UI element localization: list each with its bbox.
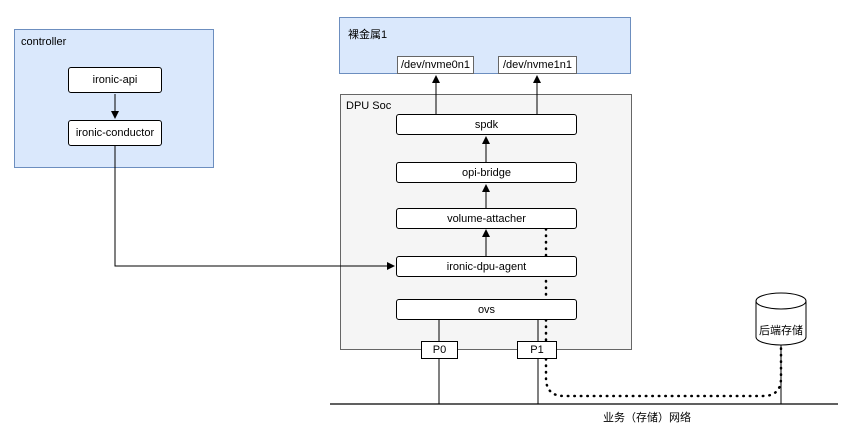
volume-attacher-node: volume-attacher — [396, 208, 577, 229]
ovs-node: ovs — [396, 299, 577, 320]
port-p0: P0 — [421, 341, 458, 359]
spdk-node: spdk — [396, 114, 577, 135]
port-p0-label: P0 — [432, 344, 447, 356]
dpu-soc-title: DPU Soc — [346, 100, 392, 112]
backend-storage-label: 后端存储 — [759, 325, 803, 337]
port-p1-label: P1 — [530, 344, 544, 356]
network-label: 业务（存储）网络 — [603, 412, 691, 424]
opi-bridge-label: opi-bridge — [462, 166, 511, 179]
storage-data-path-dotted — [544, 227, 783, 398]
edge-conductor-to-dpu-agent — [114, 145, 395, 270]
ironic-dpu-agent-label: ironic-dpu-agent — [446, 260, 527, 273]
opi-bridge-node: opi-bridge — [396, 162, 577, 183]
controller-title: controller — [21, 36, 67, 48]
ironic-conductor-label: ironic-conductor — [75, 127, 155, 139]
nvme1n1-device: /dev/nvme1n1 — [498, 56, 577, 74]
bare-metal-title: 裸金属1 — [348, 29, 388, 41]
spdk-label: spdk — [474, 118, 499, 131]
nvme0n1-device: /dev/nvme0n1 — [397, 56, 474, 74]
nvme1n1-label: /dev/nvme1n1 — [502, 59, 573, 71]
port-p1: P1 — [517, 341, 557, 359]
storage-cylinder-icon — [755, 292, 807, 346]
ovs-label: ovs — [477, 303, 496, 316]
ironic-dpu-agent-node: ironic-dpu-agent — [396, 256, 577, 277]
bare-metal-group: 裸金属1 — [339, 17, 631, 74]
ironic-api-node: ironic-api — [68, 67, 162, 93]
ironic-api-label: ironic-api — [92, 74, 138, 86]
nvme0n1-label: /dev/nvme0n1 — [400, 59, 471, 71]
volume-attacher-label: volume-attacher — [447, 212, 526, 225]
ironic-conductor-node: ironic-conductor — [68, 120, 162, 146]
